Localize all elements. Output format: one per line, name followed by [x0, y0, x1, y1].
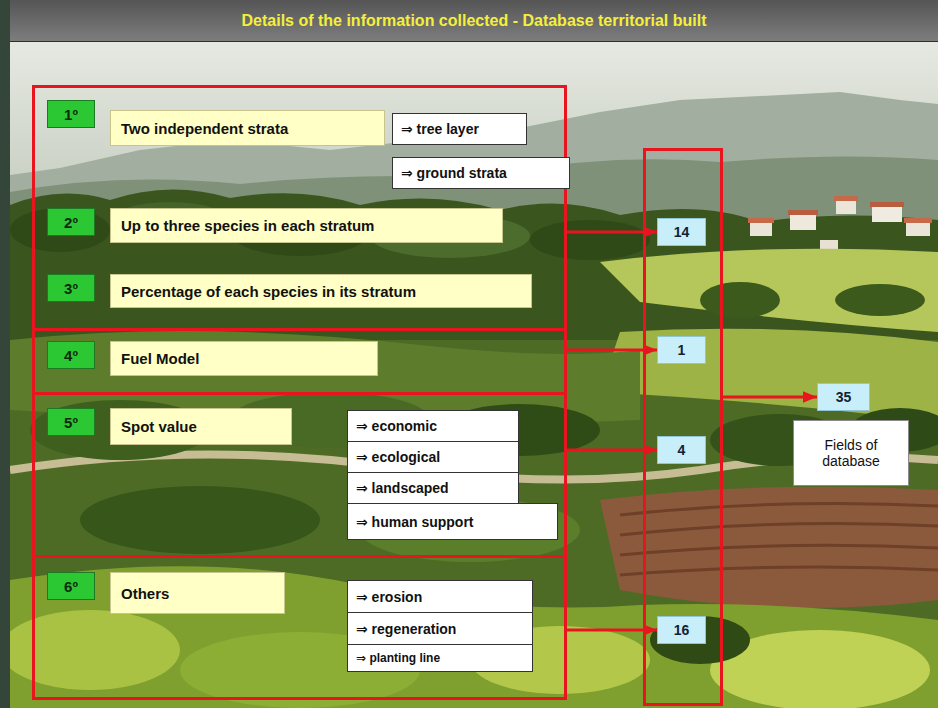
node-text: Percentage of each species in its stratu… — [121, 283, 416, 300]
item-box: Two independent strata — [110, 110, 385, 146]
ploughed-soil — [600, 487, 938, 608]
fields — [600, 249, 938, 332]
forest-band — [530, 220, 650, 260]
village — [834, 196, 858, 201]
node-text: 14 — [674, 224, 690, 240]
village — [906, 222, 930, 236]
node-text: 2º — [64, 214, 78, 231]
sub-item-box: ⇒ landscaped — [347, 472, 519, 504]
sub-item-box: ⇒ human support — [347, 503, 558, 540]
count-box: 16 — [657, 616, 706, 644]
title-bar — [10, 0, 938, 42]
node-text: Fuel Model — [121, 350, 199, 367]
village — [750, 222, 772, 236]
group-frame: 5º Spot value ⇒ economic ⇒ ecological ⇒ land… — [32, 392, 567, 558]
node-text: ⇒ economic — [356, 418, 437, 434]
sub-item-box: ⇒ ground strata — [392, 157, 570, 189]
tree-clumps — [80, 486, 320, 554]
node-text: Spot value — [121, 418, 197, 435]
item-box: Up to three species in each stratum — [110, 208, 503, 243]
sub-item-box: ⇒ ecological — [347, 441, 519, 473]
village — [790, 214, 816, 230]
node-text: 6º — [64, 578, 78, 595]
village — [870, 202, 904, 207]
group-frame: 1ºTwo independent strata ⇒ tree layer ⇒ gr… — [32, 85, 567, 331]
distant-hills — [10, 92, 938, 250]
step-number: 2º — [47, 208, 95, 236]
village — [836, 200, 856, 214]
step-number: 1º — [47, 100, 95, 128]
ploughed-soil — [620, 503, 938, 575]
connector-arrow — [723, 396, 817, 399]
fields — [600, 329, 938, 422]
node-text: 1º — [64, 106, 78, 123]
left-strip — [0, 0, 10, 708]
village — [788, 210, 818, 215]
total-box: 35 — [817, 383, 870, 411]
foreground-foliage — [0, 610, 180, 690]
item-box: Others — [110, 572, 285, 614]
step-number: 6º — [47, 572, 95, 600]
tree-clumps — [835, 284, 925, 316]
node-text: ⇒ erosion — [356, 589, 422, 605]
node-text: ⇒ human support — [356, 514, 474, 530]
step-number: 3º — [47, 274, 95, 302]
title-band: Details of the information collected - D… — [10, 0, 938, 42]
village — [904, 218, 932, 223]
count-box: 1 — [657, 336, 706, 364]
group-frame: 4º Fuel Model — [32, 328, 567, 395]
forest-band — [10, 189, 938, 340]
node-text: 16 — [674, 622, 690, 638]
node-text: ⇒ regeneration — [356, 621, 456, 637]
node-text: 4 — [678, 442, 686, 458]
village — [748, 218, 774, 223]
forest-band — [10, 208, 110, 252]
sub-item-box: ⇒ regeneration — [347, 612, 533, 645]
node-text: Others — [121, 585, 169, 602]
item-box: Percentage of each species in its stratu… — [110, 274, 532, 308]
node-text: 35 — [836, 389, 852, 405]
item-box: Fuel Model — [110, 341, 378, 376]
caption-box: Fields of database — [793, 420, 909, 486]
village — [748, 196, 932, 252]
sub-item-box: ⇒ economic — [347, 410, 519, 442]
ploughed-soil — [600, 487, 938, 608]
title-bar — [10, 0, 938, 42]
count-column: 141416 — [643, 148, 723, 706]
node-text: ⇒ planting line — [356, 651, 440, 665]
title-text: Details of the information collected - D… — [242, 12, 707, 30]
node-text: ⇒ tree layer — [401, 121, 479, 137]
forest-band — [10, 189, 938, 340]
foreground-foliage — [650, 616, 750, 664]
left-strip — [0, 0, 10, 708]
node-text: Two independent strata — [121, 120, 288, 137]
node-text: 1 — [678, 342, 686, 358]
sub-item-box: ⇒ tree layer — [392, 113, 527, 145]
node-text: 4º — [64, 347, 78, 364]
title-bar — [10, 41, 938, 42]
item-box: Spot value — [110, 408, 292, 445]
village — [872, 206, 902, 222]
node-text: Up to three species in each stratum — [121, 217, 374, 234]
node-text: ⇒ ground strata — [401, 165, 507, 181]
node-text: ⇒ landscaped — [356, 480, 449, 496]
step-number: 5º — [47, 408, 95, 436]
count-box: 4 — [657, 436, 706, 464]
tree-clumps — [700, 282, 780, 318]
node-text: ⇒ ecological — [356, 449, 440, 465]
node-text: 3º — [64, 280, 78, 297]
node-text: 5º — [64, 414, 78, 431]
sub-item-box: ⇒ planting line — [347, 644, 533, 672]
sub-item-box: ⇒ erosion — [347, 580, 533, 613]
step-number: 4º — [47, 341, 95, 369]
foreground-foliage — [0, 566, 938, 708]
count-box: 14 — [657, 218, 706, 246]
node-text: Fields of database — [802, 437, 900, 469]
group-frame: 6º Others ⇒ erosion ⇒ regeneration ⇒ plantin… — [32, 555, 567, 700]
